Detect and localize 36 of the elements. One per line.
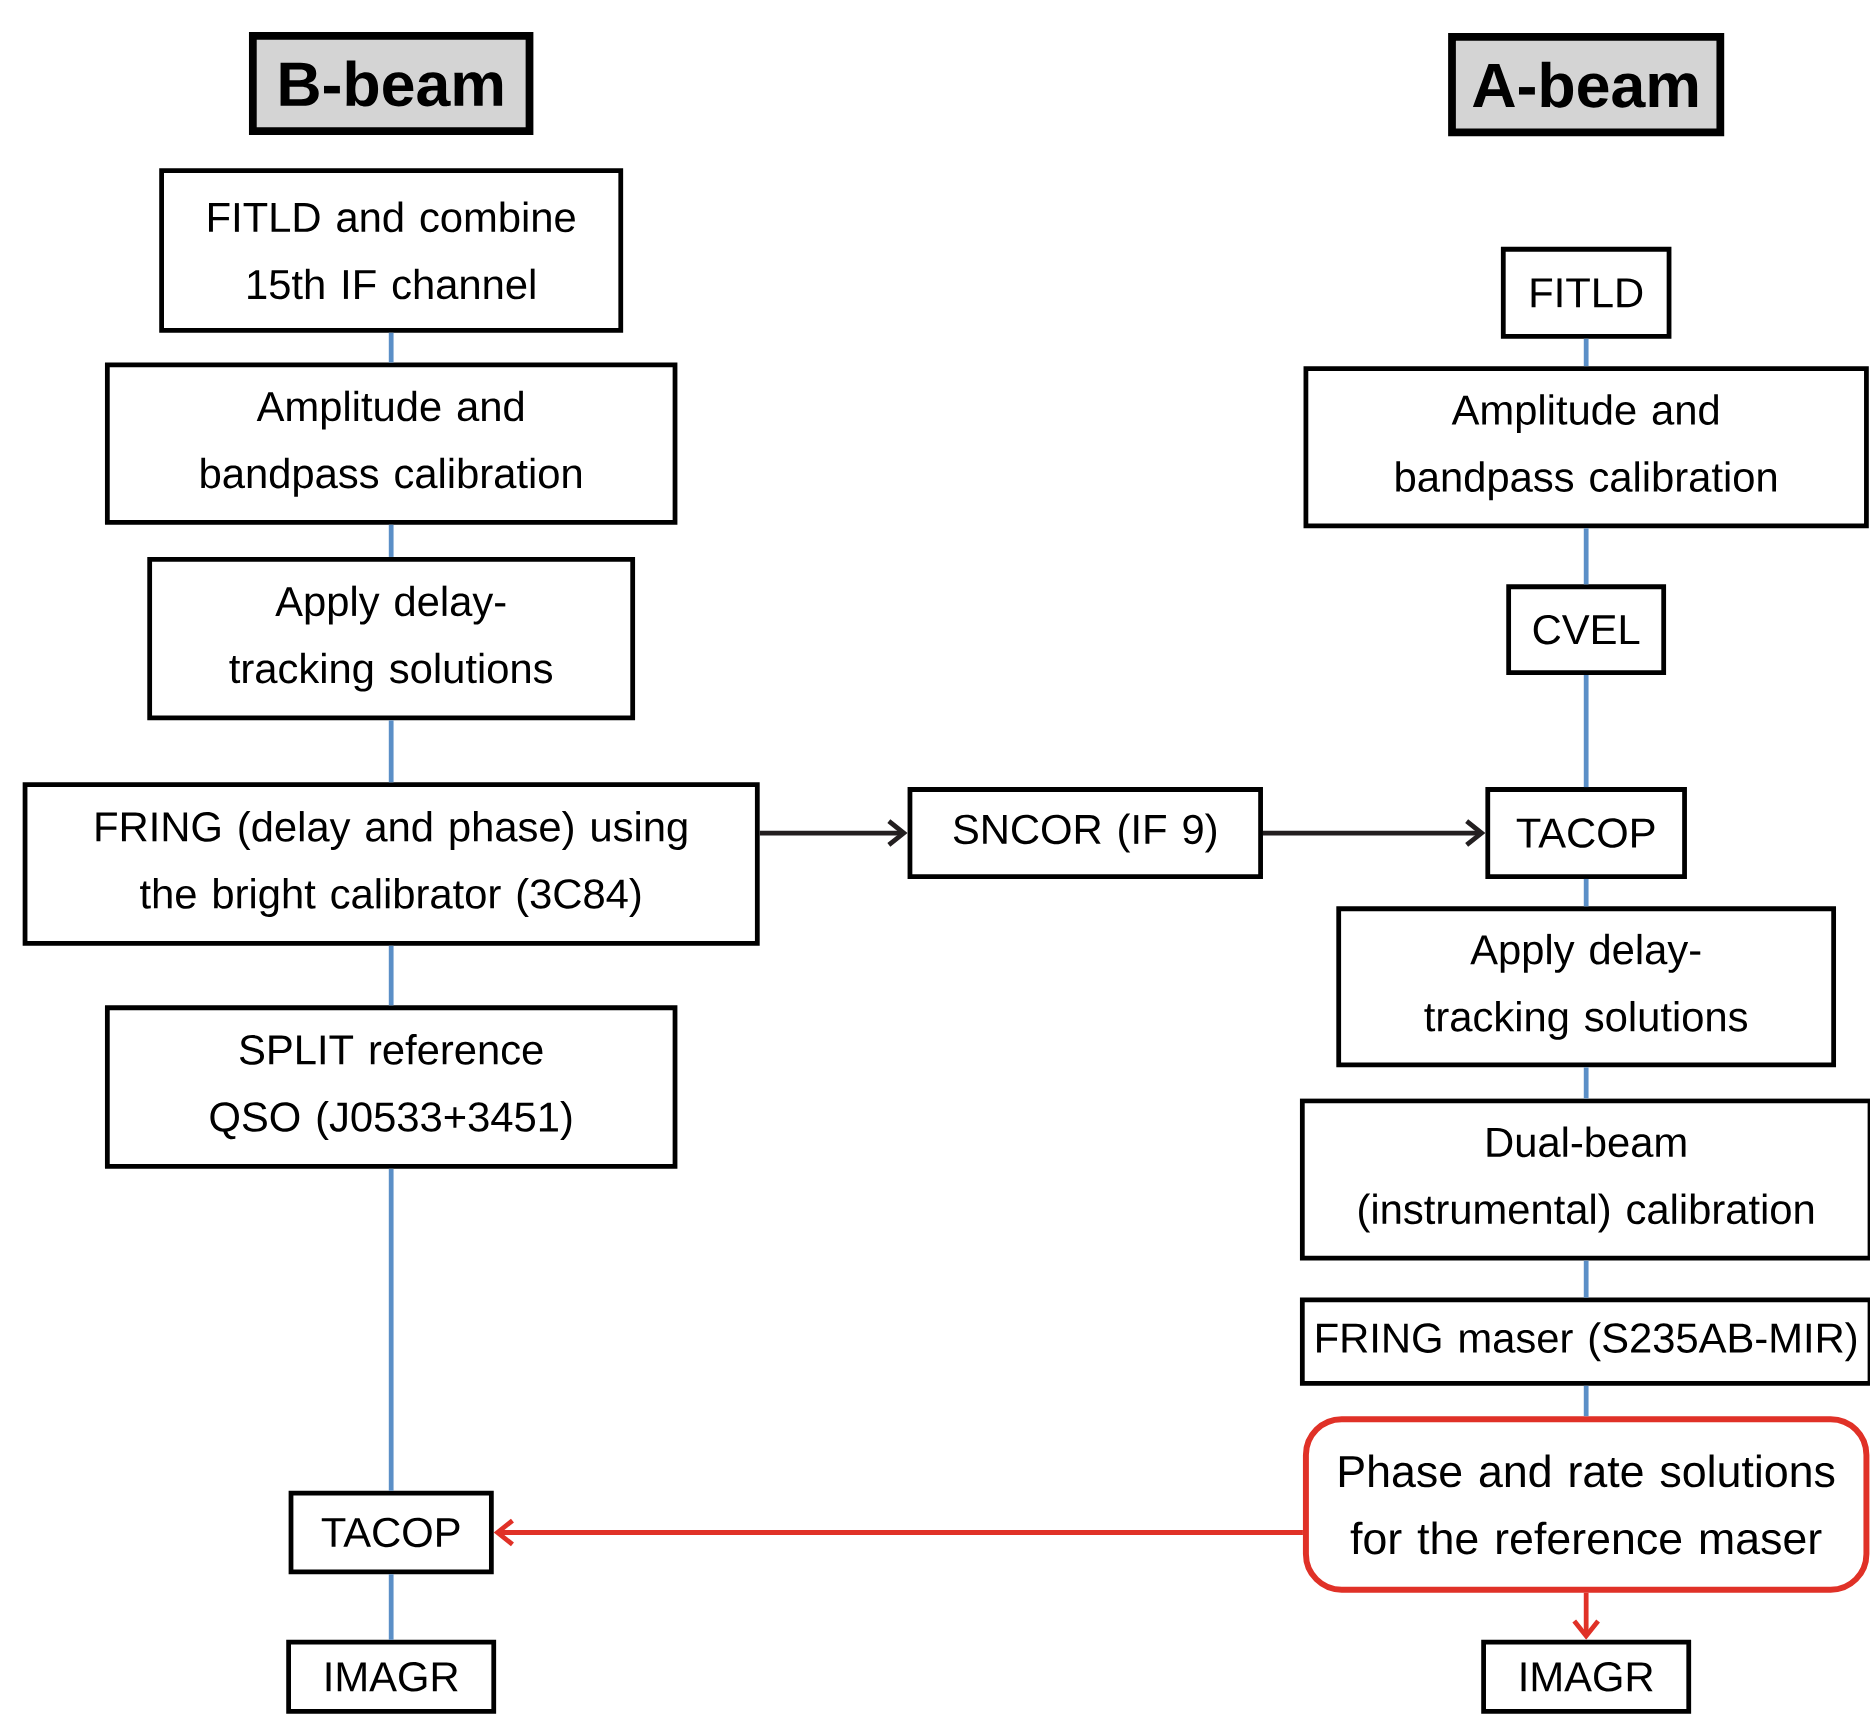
connector-line <box>388 1168 394 1491</box>
process-box: Amplitude and bandpass calibration <box>1303 366 1869 529</box>
connector-line <box>388 332 394 363</box>
process-box: FITLD and combine 15th IF channel <box>159 168 624 333</box>
connector-line <box>1583 1260 1589 1298</box>
process-box: Apply delay-tracking solutions <box>147 556 636 721</box>
result-box: Phase and rate solutions for the reference maser <box>1302 1416 1870 1593</box>
arrow <box>1572 1592 1600 1640</box>
arrow <box>493 1518 1303 1547</box>
connector-line <box>388 945 394 1006</box>
connector-line <box>1583 675 1589 788</box>
process-box: Amplitude and bandpass calibration <box>104 362 678 525</box>
process-box: IMAGR <box>1481 1639 1692 1714</box>
column-header: A-beam <box>1448 33 1725 137</box>
process-box: TACOP <box>1485 787 1687 879</box>
process-box: CVEL <box>1506 584 1667 676</box>
process-box: Apply delay-tracking solutions <box>1336 906 1837 1068</box>
connector-line <box>388 524 394 557</box>
process-box: TACOP <box>288 1490 494 1575</box>
connector-line <box>388 720 394 783</box>
connector-line <box>388 1574 394 1640</box>
process-box: FRING maser (S235AB-MIR) <box>1299 1297 1870 1386</box>
process-box: IMAGR <box>286 1639 497 1714</box>
process-box: SPLIT reference QSO (J0533+3451) <box>104 1005 678 1169</box>
process-box: Dual-beam (instrumental) calibration <box>1299 1098 1870 1261</box>
process-box: FITLD <box>1500 246 1672 339</box>
connector-line <box>1583 338 1589 367</box>
process-box: FRING (delay and phase) using the bright calibrator (3C84) <box>22 782 760 946</box>
connector-line <box>1583 879 1589 907</box>
arrow <box>1262 819 1486 847</box>
column-header: B-beam <box>248 31 534 136</box>
connector-line <box>1583 1067 1589 1099</box>
connector-line <box>1583 528 1589 585</box>
arrow <box>759 819 908 847</box>
process-box: SNCOR (IF 9) <box>907 787 1263 879</box>
connector-line <box>1583 1385 1589 1417</box>
